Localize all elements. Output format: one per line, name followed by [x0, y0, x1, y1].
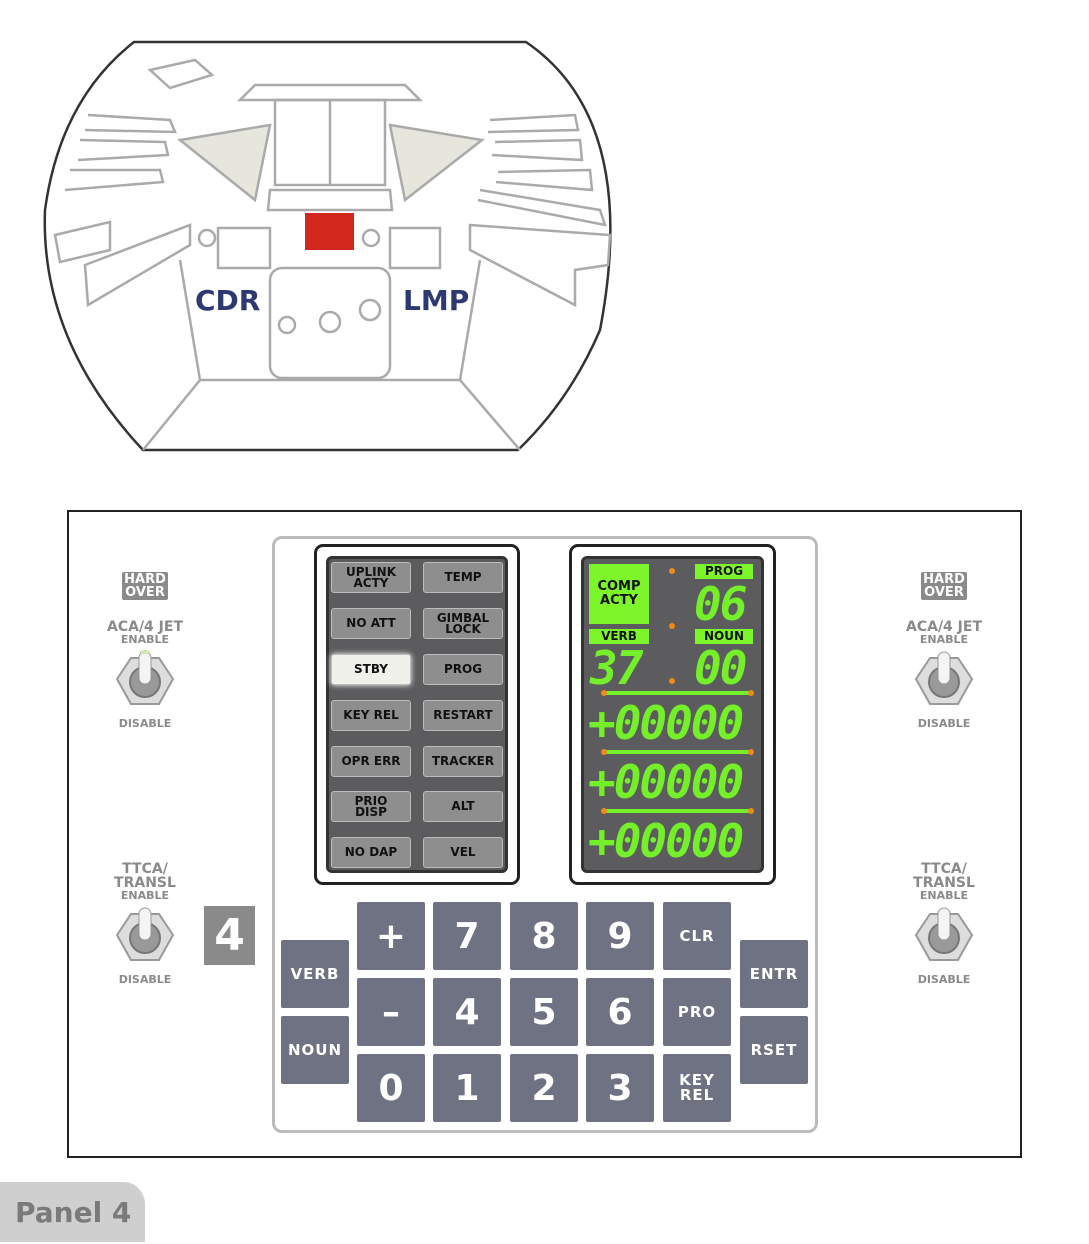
key-6[interactable]: 6: [586, 978, 654, 1046]
cockpit-diagram: [43, 40, 612, 452]
annunciator-restart: RESTART: [423, 700, 503, 731]
key-5[interactable]: 5: [510, 978, 578, 1046]
rset-key[interactable]: RSET: [740, 1016, 808, 1084]
key-rel-key[interactable]: KEY REL: [663, 1054, 731, 1122]
minus-key[interactable]: –: [357, 978, 425, 1046]
indicator-dot: [669, 678, 675, 684]
panel-4: [67, 510, 1022, 1158]
toggle-switch[interactable]: [115, 646, 175, 712]
annunciator-gimbal-lock: GIMBAL LOCK: [423, 608, 503, 639]
indicator-dot: [748, 690, 754, 696]
toggle-switch[interactable]: [115, 902, 175, 968]
toggle-switch[interactable]: [914, 902, 974, 968]
panel-tab[interactable]: Panel 4: [0, 1182, 145, 1242]
key-2[interactable]: 2: [510, 1054, 578, 1122]
switch-up-label: ENABLE: [120, 633, 170, 646]
annunciator-no-dap: NO DAP: [331, 837, 411, 868]
plus-key[interactable]: +: [357, 902, 425, 970]
key-8[interactable]: 8: [510, 902, 578, 970]
annunciator-prio-disp: PRIO DISP: [331, 791, 411, 822]
annunciator-stby: STBY: [331, 654, 411, 685]
switch-down-label: DISABLE: [118, 717, 172, 730]
noun-digits: 00: [694, 641, 747, 695]
indicator-dot: [601, 690, 607, 696]
annunciator-alt: ALT: [423, 791, 503, 822]
indicator-dot: [669, 568, 675, 574]
pro-key[interactable]: PRO: [663, 978, 731, 1046]
comp-acty-light: COMP ACTY: [589, 564, 649, 624]
clr-key[interactable]: CLR: [663, 902, 731, 970]
verb-key[interactable]: VERB: [281, 940, 349, 1008]
annunciator-uplink-acty: UPLINK ACTY: [331, 562, 411, 593]
register-divider: [606, 809, 750, 813]
hard-over-badge: HARD OVER: [122, 572, 168, 600]
prog-digits: 06: [694, 577, 747, 631]
key-3[interactable]: 3: [586, 1054, 654, 1122]
panel-number-badge: 4: [204, 906, 255, 965]
left-ttca-switch-group: TTCA/ TRANSL ENABLE DISABLE: [95, 862, 195, 986]
entr-key[interactable]: ENTR: [740, 940, 808, 1008]
annunciator-vel: VEL: [423, 837, 503, 868]
key-4[interactable]: 4: [433, 978, 501, 1046]
register-divider: [606, 691, 750, 695]
annunciator-tracker: TRACKER: [423, 746, 503, 777]
annunciator-temp: TEMP: [423, 562, 503, 593]
cdr-label: CDR: [195, 284, 261, 317]
switch-title: TTCA/ TRANSL: [114, 861, 176, 891]
annunciator-key-rel: KEY REL: [331, 700, 411, 731]
prog-label: PROG: [695, 564, 753, 579]
annunciator-opr-err: OPR ERR: [331, 746, 411, 777]
switch-down-label: DISABLE: [118, 973, 172, 986]
noun-label: NOUN: [695, 629, 753, 644]
indicator-dot: [601, 808, 607, 814]
register-divider: [606, 750, 750, 754]
indicator-dot: [601, 749, 607, 755]
hard-over-badge: HARD OVER: [921, 572, 967, 600]
key-7[interactable]: 7: [433, 902, 501, 970]
key-9[interactable]: 9: [586, 902, 654, 970]
switch-down-label: DISABLE: [917, 717, 971, 730]
highlighted-control: [305, 213, 354, 250]
dsky-frame: [272, 536, 818, 1133]
left-aca-switch-group: HARD OVER ACA/4 JET ENABLE DISABLE: [95, 572, 195, 730]
verb-digits: 37: [590, 641, 643, 695]
noun-key[interactable]: NOUN: [281, 1016, 349, 1084]
switch-title: TTCA/ TRANSL: [913, 861, 975, 891]
right-ttca-switch-group: TTCA/ TRANSL ENABLE DISABLE: [894, 862, 994, 986]
register-3: +00000: [588, 814, 744, 868]
register-2: +00000: [588, 755, 744, 809]
indicator-dot: [748, 749, 754, 755]
right-aca-switch-group: HARD OVER ACA/4 JET ENABLE DISABLE: [894, 572, 994, 730]
toggle-switch[interactable]: [914, 646, 974, 712]
annunciator-prog: PROG: [423, 654, 503, 685]
indicator-dot: [669, 623, 675, 629]
key-1[interactable]: 1: [433, 1054, 501, 1122]
indicator-dot: [748, 808, 754, 814]
register-1: +00000: [588, 696, 744, 750]
switch-up-label: ENABLE: [919, 889, 969, 902]
key-0[interactable]: 0: [357, 1054, 425, 1122]
switch-title: ACA/4 JET: [906, 619, 982, 635]
switch-down-label: DISABLE: [917, 973, 971, 986]
switch-title: ACA/4 JET: [107, 619, 183, 635]
annunciator-no-att: NO ATT: [331, 608, 411, 639]
verb-label: VERB: [589, 629, 649, 644]
lmp-label: LMP: [403, 284, 470, 317]
switch-up-label: ENABLE: [120, 889, 170, 902]
switch-up-label: ENABLE: [919, 633, 969, 646]
